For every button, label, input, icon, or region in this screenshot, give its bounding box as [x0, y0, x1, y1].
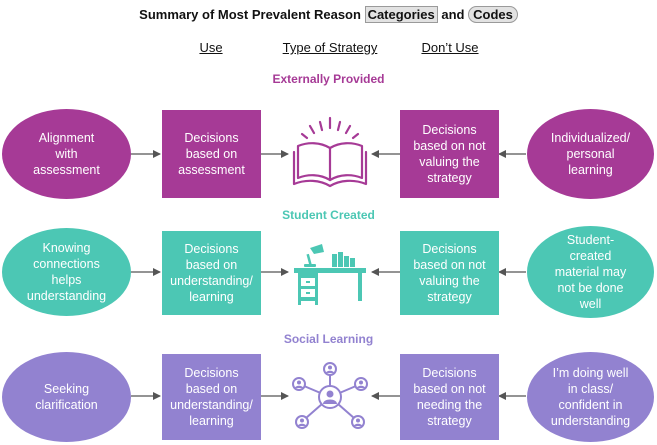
desk-icon	[290, 240, 370, 306]
title-and: and	[437, 7, 469, 22]
use-category-text-1: Decisions based on assessment	[178, 131, 245, 177]
use-reason-text-3: Seeking clarification	[35, 382, 98, 412]
use-category-box-2: Decisions based on understanding/ learni…	[162, 231, 261, 315]
section-heading-social-learning: Social Learning	[283, 332, 374, 346]
open-book-icon	[290, 116, 370, 190]
use-reason-ellipse-2: Knowing connections helps understanding	[2, 228, 131, 316]
dont-reason-ellipse-1: Individualized/ personal learning	[527, 109, 654, 199]
section-heading-externally-provided: Externally Provided	[272, 72, 385, 86]
column-heading-use: Use	[199, 40, 223, 55]
dont-reason-ellipse-3: I’m doing well in class/ confident in un…	[527, 352, 654, 442]
dont-category-box-1: Decisions based on not valuing the strat…	[400, 110, 499, 198]
use-reason-text-1: Alignment with assessment	[33, 131, 100, 177]
use-reason-ellipse-3: Seeking clarification	[2, 352, 131, 442]
use-category-text-2: Decisions based on understanding/ learni…	[170, 242, 253, 304]
section-heading-student-created: Student Created	[282, 208, 375, 222]
title-prefix: Summary of Most Prevalent Reason	[139, 7, 365, 22]
dont-category-text-1: Decisions based on not valuing the strat…	[413, 123, 486, 185]
diagram-title: Summary of Most Prevalent Reason Categor…	[0, 6, 657, 24]
dont-category-box-2: Decisions based on not valuing the strat…	[400, 231, 499, 315]
dont-category-box-3: Decisions based on not needing the strat…	[400, 354, 499, 440]
people-network-icon	[290, 360, 370, 434]
title-codes-highlight: Codes	[468, 6, 518, 23]
use-category-box-3: Decisions based on understanding/ learni…	[162, 354, 261, 440]
use-reason-text-2: Knowing connections helps understanding	[26, 241, 107, 303]
column-heading-dont-use: Don’t Use	[421, 40, 479, 55]
use-reason-ellipse-1: Alignment with assessment	[2, 109, 131, 199]
dont-reason-text-2: Student- created material may not be don…	[554, 233, 627, 311]
dont-category-text-3: Decisions based on not needing the strat…	[413, 366, 486, 428]
dont-category-text-2: Decisions based on not valuing the strat…	[413, 242, 486, 304]
dont-reason-text-3: I’m doing well in class/ confident in un…	[550, 366, 631, 428]
use-category-box-1: Decisions based on assessment	[162, 110, 261, 198]
title-categories-highlight: Categories	[364, 6, 438, 23]
dont-reason-ellipse-2: Student- created material may not be don…	[527, 226, 654, 318]
dont-reason-text-1: Individualized/ personal learning	[550, 131, 631, 177]
use-category-text-3: Decisions based on understanding/ learni…	[170, 366, 253, 428]
column-heading-type: Type of Strategy	[282, 40, 378, 55]
